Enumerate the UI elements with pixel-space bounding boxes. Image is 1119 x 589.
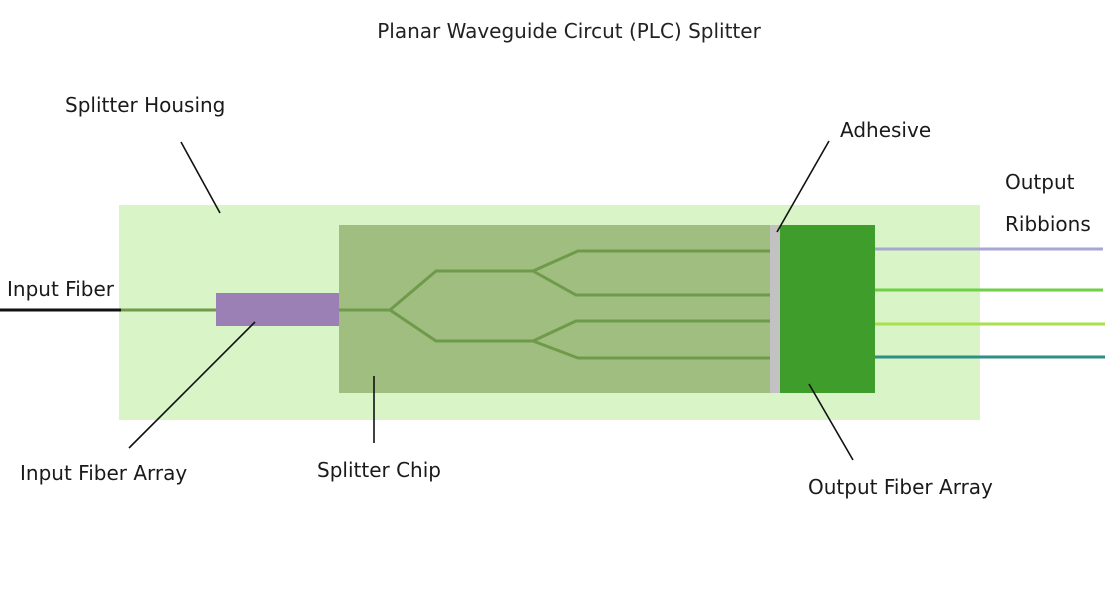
adhesive-layer <box>770 225 780 393</box>
label-output-fiber-array: Output Fiber Array <box>808 475 993 499</box>
waveguide-output-2 <box>532 269 772 297</box>
chip-waveguides <box>339 249 772 360</box>
output-fiber-array <box>780 225 875 393</box>
label-adhesive: Adhesive <box>840 118 931 142</box>
waveguide-output-4 <box>532 339 772 360</box>
label-output-ribbons-line2: Ribbions <box>1005 212 1091 236</box>
leader-splitter-housing <box>180 141 221 214</box>
leader-output-fiber-array <box>808 383 854 461</box>
diagram-title: Planar Waveguide Circut (PLC) Splitter <box>377 19 761 43</box>
waveguide-output-1 <box>532 249 772 273</box>
waveguide-output-3 <box>532 319 772 343</box>
waveguide-branch-upper <box>389 269 533 312</box>
label-splitter-housing: Splitter Housing <box>65 93 225 117</box>
output-ribbons <box>875 247 1105 359</box>
input-fiber-array <box>216 293 339 326</box>
label-input-fiber: Input Fiber <box>7 277 115 301</box>
waveguide-branch-lower <box>389 308 533 343</box>
label-output-ribbons-line1: Output <box>1005 170 1075 194</box>
label-splitter-chip: Splitter Chip <box>317 458 441 482</box>
label-input-fiber-array: Input Fiber Array <box>20 461 187 485</box>
splitter-chip <box>339 225 772 393</box>
leader-input-fiber-array <box>128 321 256 449</box>
leader-adhesive <box>776 140 830 233</box>
